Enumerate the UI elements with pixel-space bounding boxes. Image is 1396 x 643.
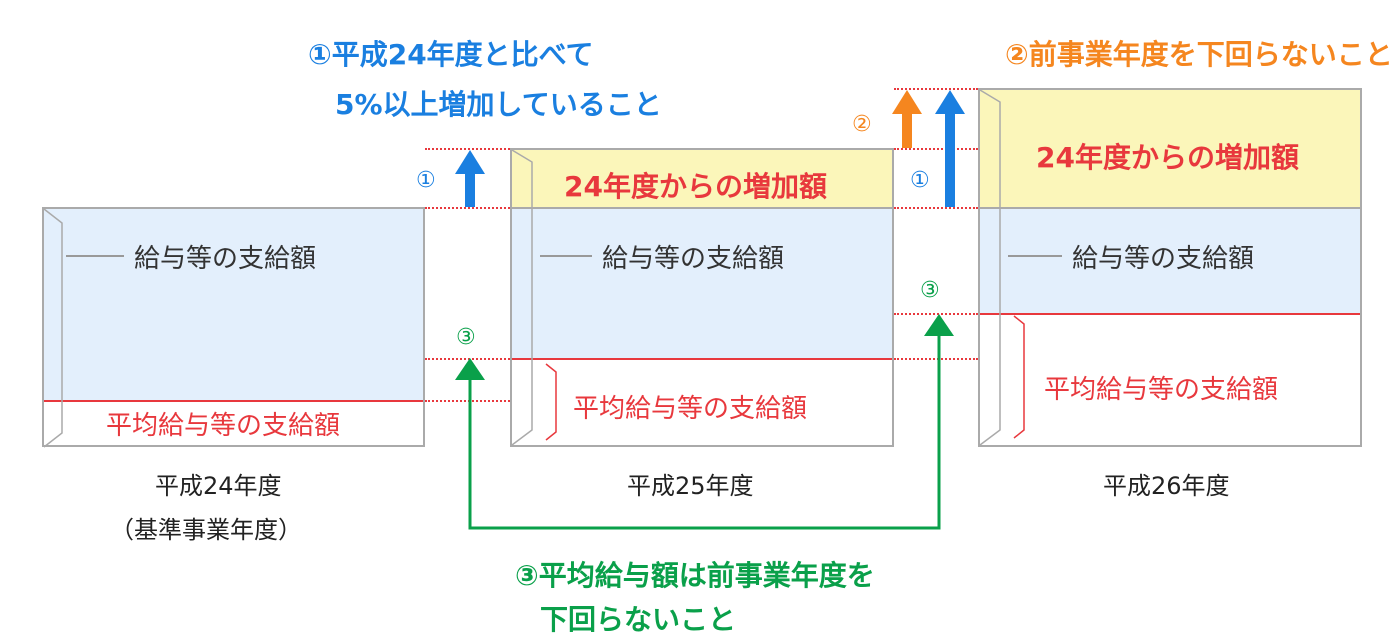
condition-2: ②前事業年度を下回らないこと [1005,38,1393,71]
green-connector [468,334,941,530]
fy25-salary-label: 給与等の支給額 [602,244,785,274]
fy25-increase-label: 24年度からの増加額 [564,170,827,203]
fy25-average-divider [512,358,892,360]
marker-1-left: ① [416,168,436,193]
fy24-salary-area [44,209,423,400]
fy24-average-label: 平均給与等の支給額 [106,411,341,441]
fy25-average-label: 平均給与等の支給額 [573,394,808,424]
fy25-bracket [511,149,557,446]
fy26-bracket [979,89,1025,446]
blue-arrow-1 [455,150,485,207]
fy26-average-divider [980,313,1360,315]
fy25-increase-area [512,150,892,208]
orange-arrow-2 [892,90,922,148]
year-label-fy24-sub: （基準事業年度） [110,516,302,544]
marker-3-left: ③ [456,325,476,350]
marker-3-right: ③ [920,278,940,303]
fy26-salary-leader [1008,255,1062,257]
condition-1-line2: 5%以上増加していること [335,88,662,121]
fy26-increase-area [980,90,1360,208]
condition-1-line1: ①平成24年度と比べて [308,38,594,71]
fy26-salary-area [980,209,1360,313]
guide-fy26-average [894,313,978,315]
marker-1-right: ① [910,168,930,193]
guide-fy24-top [425,207,510,209]
fy26-average-label: 平均給与等の支給額 [1044,375,1279,405]
year-label-fy24: 平成24年度 [155,472,282,500]
guide-fy26-top [894,88,978,90]
green-arrow-3-right [924,314,954,336]
guide-fy25-average-right [894,358,978,360]
guide-fy24-average [425,400,510,402]
fy24-salary-label: 給与等の支給額 [134,244,317,274]
year-label-fy25: 平成25年度 [627,472,754,500]
green-arrow-3-left [455,358,485,380]
condition-3-line1: ③平均給与額は前事業年度を [515,559,875,592]
fy26-salary-label: 給与等の支給額 [1072,244,1255,274]
fy25-salary-area [512,209,892,358]
fy24-average-divider [44,400,423,402]
blue-arrow-1-right [935,90,965,207]
fy24-bracket [43,208,63,448]
fy26-increase-divider [980,207,1360,209]
guide-fy25-average [425,358,510,360]
fy25-salary-leader [540,255,592,257]
guide-fy25-top [425,148,510,150]
guide-fy24-top-right [894,207,978,209]
marker-2: ② [852,112,872,137]
fy24-salary-leader [66,255,124,257]
guide-fy25-top-right [894,148,978,150]
condition-3-line2: 下回らないこと [540,603,737,636]
year-label-fy26: 平成26年度 [1103,472,1230,500]
fy26-increase-label: 24年度からの増加額 [1036,141,1299,174]
fy25-increase-divider [512,207,892,209]
